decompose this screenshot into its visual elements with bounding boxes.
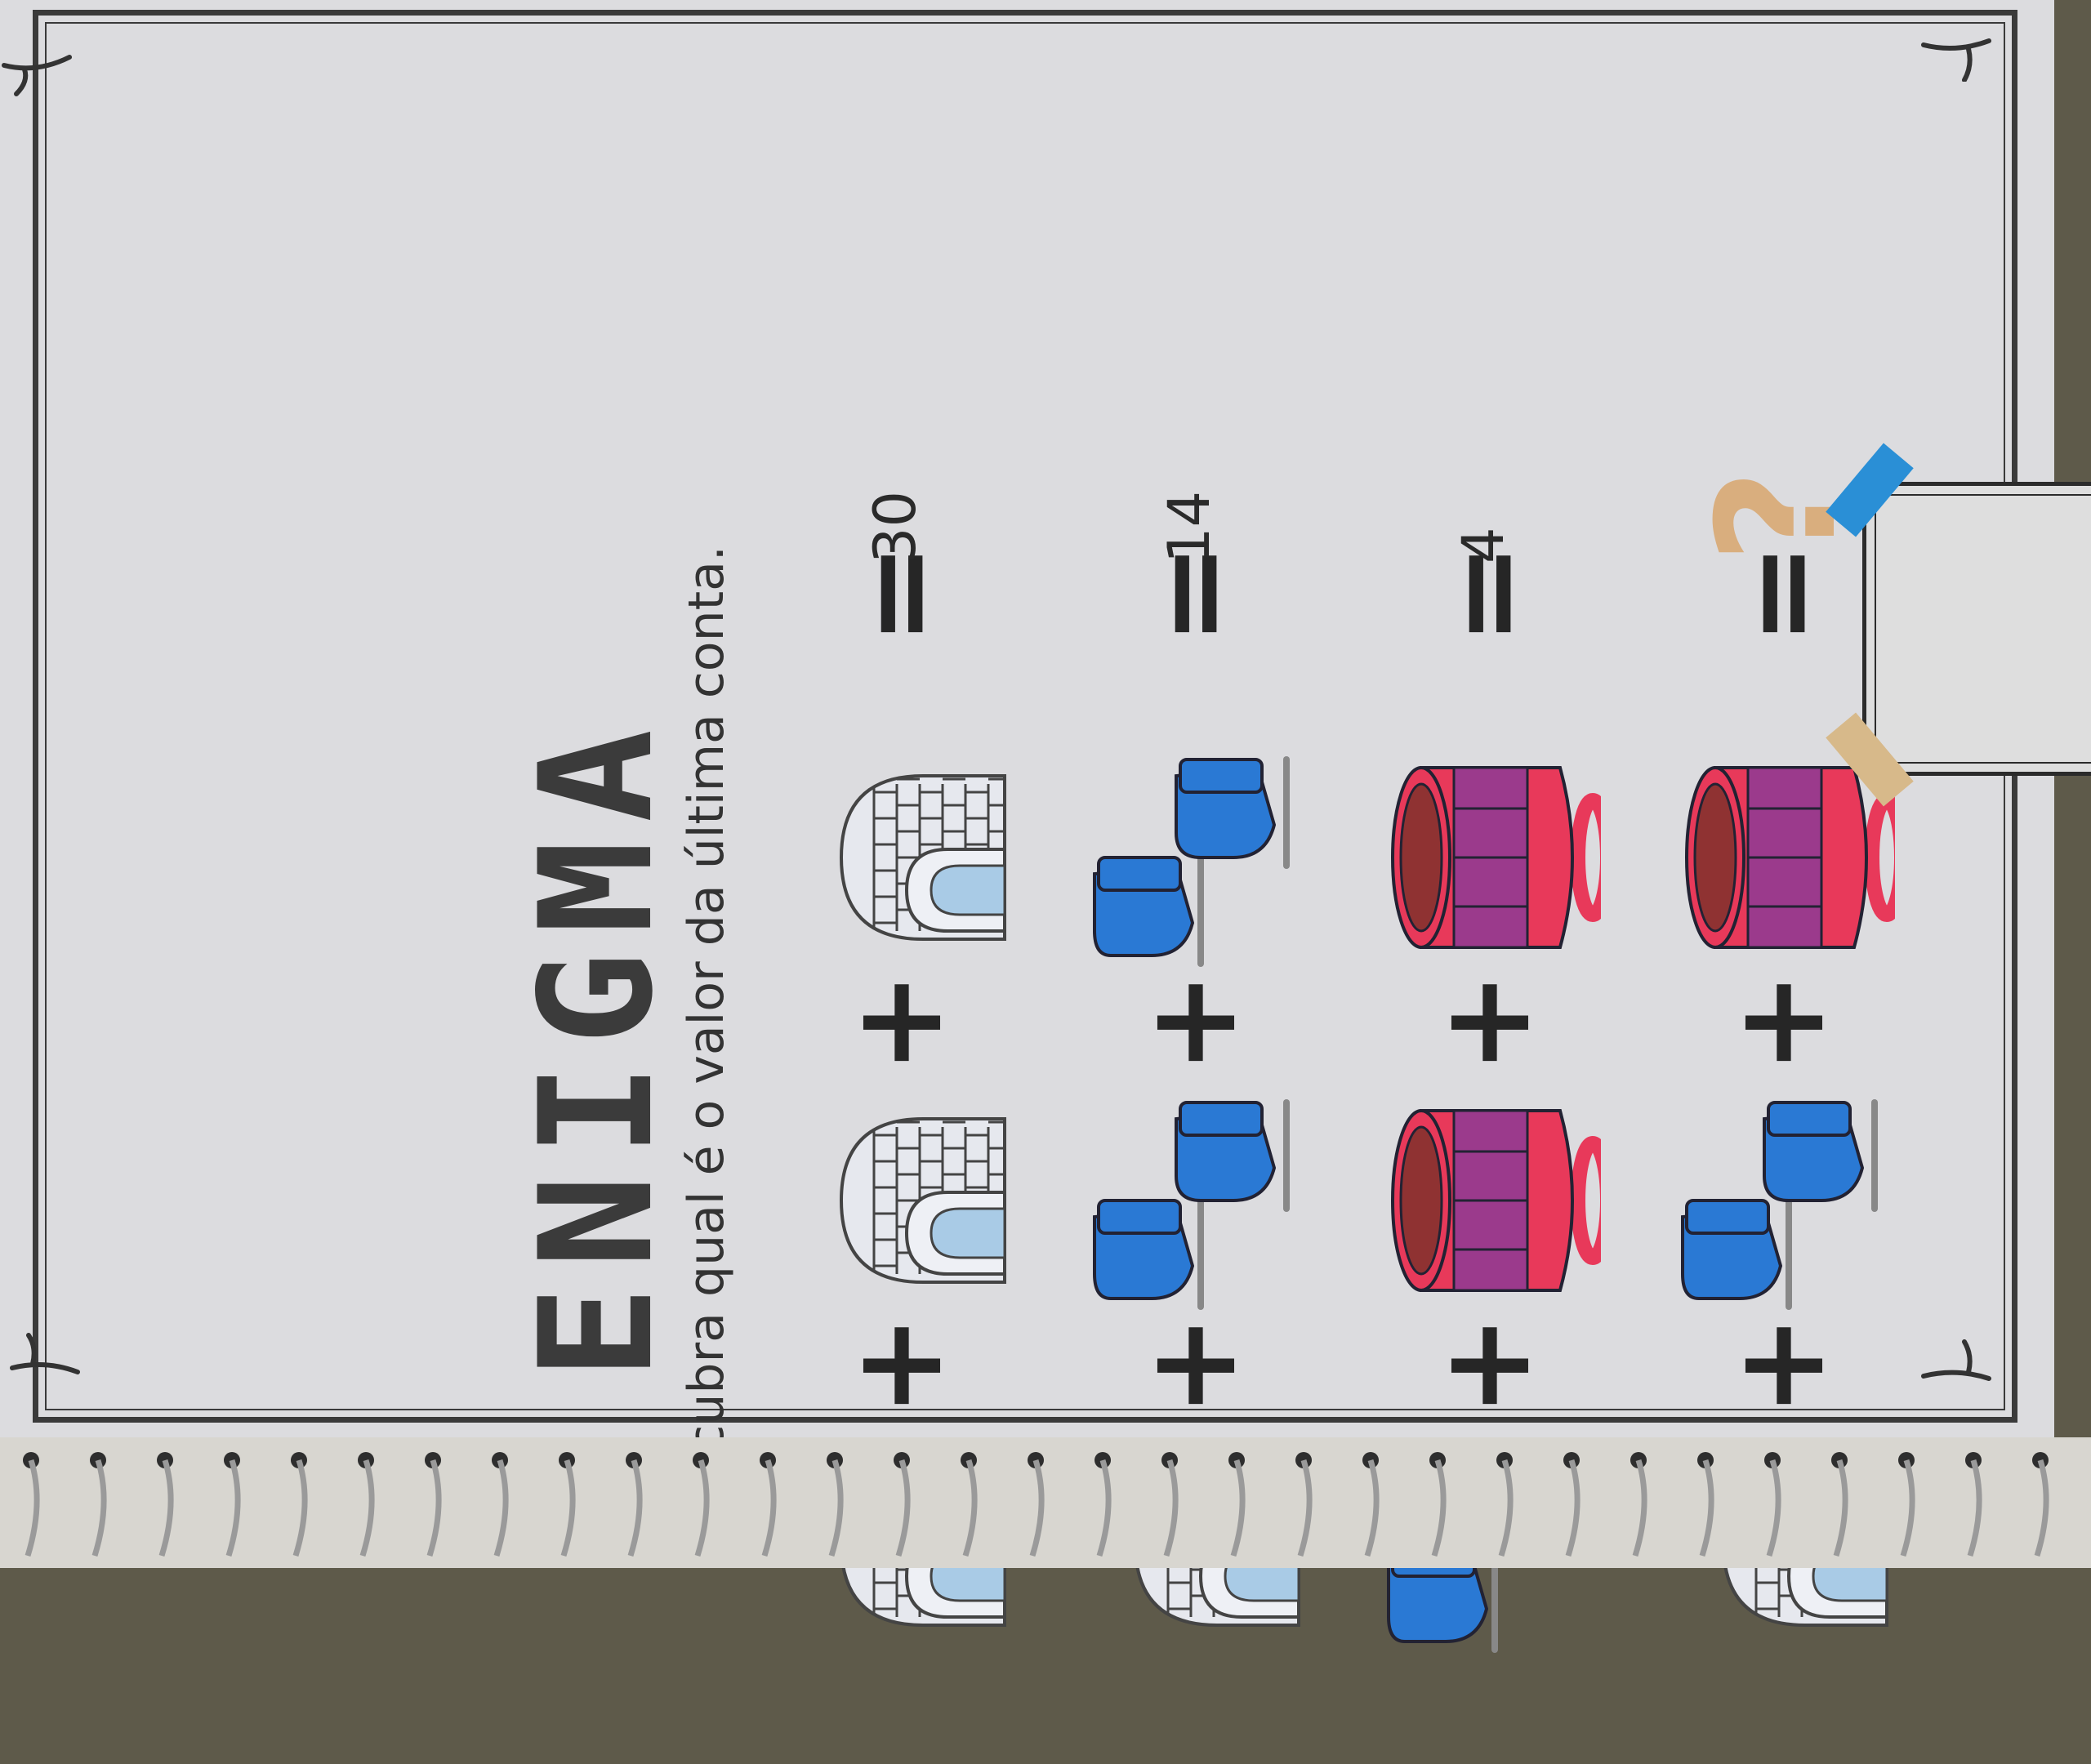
spiral-ring bbox=[820, 1446, 849, 1560]
plus-sign: + bbox=[1121, 971, 1264, 1074]
plus-sign: + bbox=[1121, 1314, 1264, 1417]
spiral-ring bbox=[1691, 1446, 1720, 1560]
mug-icon bbox=[1372, 735, 1615, 980]
igloo-icon bbox=[784, 735, 1013, 980]
equals-sign: = bbox=[1416, 542, 1558, 645]
spiral-ring bbox=[1155, 1446, 1184, 1560]
corner-ornament bbox=[1919, 1339, 1993, 1388]
equals-sign: = bbox=[827, 542, 970, 645]
equals-sign: = bbox=[1121, 542, 1264, 645]
spiral-ring bbox=[351, 1446, 381, 1560]
spiral-binding bbox=[0, 1437, 2091, 1568]
plus-sign: + bbox=[1416, 1314, 1558, 1417]
spiral-ring bbox=[1624, 1446, 1653, 1560]
spiral-ring bbox=[619, 1446, 649, 1560]
spiral-ring bbox=[552, 1446, 582, 1560]
plus-sign: + bbox=[827, 1314, 970, 1417]
spiral-ring bbox=[1825, 1446, 1854, 1560]
spiral-ring bbox=[150, 1446, 180, 1560]
spiral-ring bbox=[1758, 1446, 1787, 1560]
spiral-ring bbox=[485, 1446, 515, 1560]
spiral-ring bbox=[1490, 1446, 1519, 1560]
spiral-ring bbox=[1088, 1446, 1117, 1560]
ice-skates-icon bbox=[1666, 1078, 1895, 1323]
corner-ornament bbox=[1919, 33, 1993, 82]
spiral-ring bbox=[1557, 1446, 1586, 1560]
spiral-ring bbox=[1892, 1446, 1921, 1560]
plus-sign: + bbox=[827, 971, 970, 1074]
spiral-ring bbox=[954, 1446, 983, 1560]
equation-result: 4 bbox=[1450, 527, 1517, 564]
equation-result: 14 bbox=[1156, 490, 1223, 564]
ice-skates-icon bbox=[1078, 1078, 1307, 1323]
answer-box[interactable] bbox=[1826, 443, 2091, 807]
spiral-ring bbox=[1289, 1446, 1318, 1560]
plus-sign: + bbox=[1710, 1314, 1852, 1417]
igloo-icon bbox=[784, 1078, 1013, 1323]
mug-icon bbox=[1372, 1078, 1615, 1323]
ice-skates-icon bbox=[1078, 735, 1307, 980]
spiral-ring bbox=[418, 1446, 448, 1560]
plus-sign: + bbox=[1710, 971, 1852, 1074]
corner-ornament bbox=[8, 1331, 82, 1380]
corner-ornament bbox=[0, 49, 74, 98]
spiral-ring bbox=[217, 1446, 247, 1560]
spiral-ring bbox=[887, 1446, 916, 1560]
plus-sign: + bbox=[1416, 971, 1558, 1074]
spiral-ring bbox=[1356, 1446, 1385, 1560]
equals-sign: = bbox=[1710, 542, 1852, 645]
worksheet-page bbox=[0, 0, 2054, 1437]
spiral-ring bbox=[1222, 1446, 1251, 1560]
equation-result: 30 bbox=[862, 490, 929, 564]
spiral-ring bbox=[1959, 1446, 1988, 1560]
spiral-ring bbox=[2026, 1446, 2055, 1560]
mug-icon bbox=[1666, 735, 1909, 980]
spiral-ring bbox=[284, 1446, 314, 1560]
spiral-ring bbox=[1021, 1446, 1050, 1560]
spiral-ring bbox=[753, 1446, 782, 1560]
spiral-ring bbox=[686, 1446, 716, 1560]
spiral-ring bbox=[16, 1446, 46, 1560]
spiral-ring bbox=[83, 1446, 113, 1560]
spiral-ring bbox=[1423, 1446, 1452, 1560]
